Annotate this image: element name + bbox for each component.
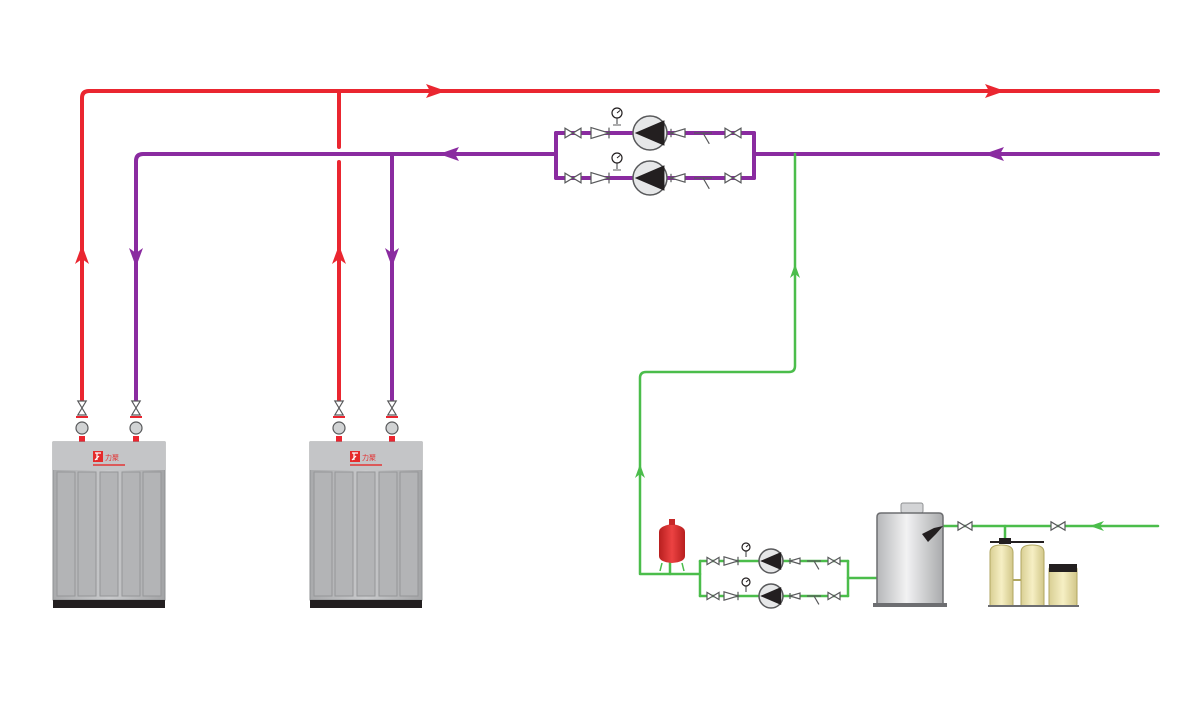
check-valve-icon [590,171,612,185]
return-arrow-icon [385,248,399,267]
float-valve-icon [922,526,943,542]
water-tank[interactable] [873,502,947,607]
thermometer-icon [75,421,89,435]
circulation-pump-group [564,107,742,196]
supply-arrow-icon [75,245,89,264]
check-valve-icon [787,592,801,600]
makeup-arrow-icon [790,264,800,278]
pressure-gauge-icon [741,542,751,557]
thermometer-icon [385,421,399,435]
supply-arrow-icon [985,84,1005,98]
supply-arrow-icon [332,245,346,264]
check-valve-icon [590,126,612,140]
brine-tank [1048,564,1078,607]
supply-pipe [80,89,1160,402]
check-valve-icon [668,127,686,139]
boiler-1[interactable]: 力聚 [52,441,166,608]
pump-icon [758,548,784,574]
softener-column [1020,544,1045,607]
water-softener[interactable] [988,538,1079,607]
check-valve-icon [668,172,686,184]
flow-arrows [75,84,1104,531]
fitting-icon [133,436,139,442]
fitting-icon [79,436,85,442]
gate-valve-icon [76,400,88,416]
pressure-gauge-icon [611,152,623,169]
return-arrow-icon [439,147,459,161]
pressure-gauge-icon [611,107,623,124]
lijv-logo-icon: 力聚 [93,451,125,466]
thermometer-icon [332,421,346,435]
boiler-base [310,600,422,608]
check-valve-icon [723,555,741,567]
gate-valve-icon [957,520,973,532]
check-valve-icon [787,557,801,565]
pump-icon [758,583,784,609]
softener-column [989,544,1014,607]
makeup-arrow-icon [1090,521,1104,531]
check-valve-icon [723,590,741,602]
strainer-icon [694,177,712,190]
gate-valve-icon [706,556,720,566]
pressure-gauge-icon [741,577,751,592]
boiler-panels [313,471,419,597]
return-arrow-icon [984,147,1004,161]
strainer-icon [807,595,821,605]
boiler-2[interactable]: 力聚 [309,441,423,608]
fitting-icon [336,436,342,442]
boiler-logo-text: 力聚 [362,453,376,462]
expansion-tank[interactable] [659,519,685,572]
gate-valve-icon [564,127,582,139]
thermometer-icon [129,421,143,435]
strainer-icon [694,132,712,145]
gate-valve-icon [724,172,742,184]
gate-valve-icon [827,556,841,566]
gate-valve-icon [564,172,582,184]
gate-valve-icon [724,127,742,139]
gate-valve-icon [1050,520,1066,532]
fitting-icon [389,436,395,442]
gate-valve-icon [706,591,720,601]
makeup-pump-group [706,542,841,609]
gate-valve-icon [827,591,841,601]
strainer-icon [807,560,821,570]
return-arrow-icon [129,248,143,267]
pump-icon [632,115,668,151]
boiler-base [53,600,165,608]
supply-arrow-icon [426,84,446,98]
pump-icon [632,160,668,196]
gate-valve-icon [130,400,142,416]
boiler-fittings [75,400,399,442]
makeup-inlet-valves [957,520,1066,532]
gate-valve-icon [333,400,345,416]
gate-valve-icon [386,400,398,416]
boiler-logo-text: 力聚 [105,453,119,462]
lijv-logo-icon: 力聚 [350,451,382,466]
makeup-arrow-icon [635,464,645,478]
boiler-panels [56,471,162,597]
